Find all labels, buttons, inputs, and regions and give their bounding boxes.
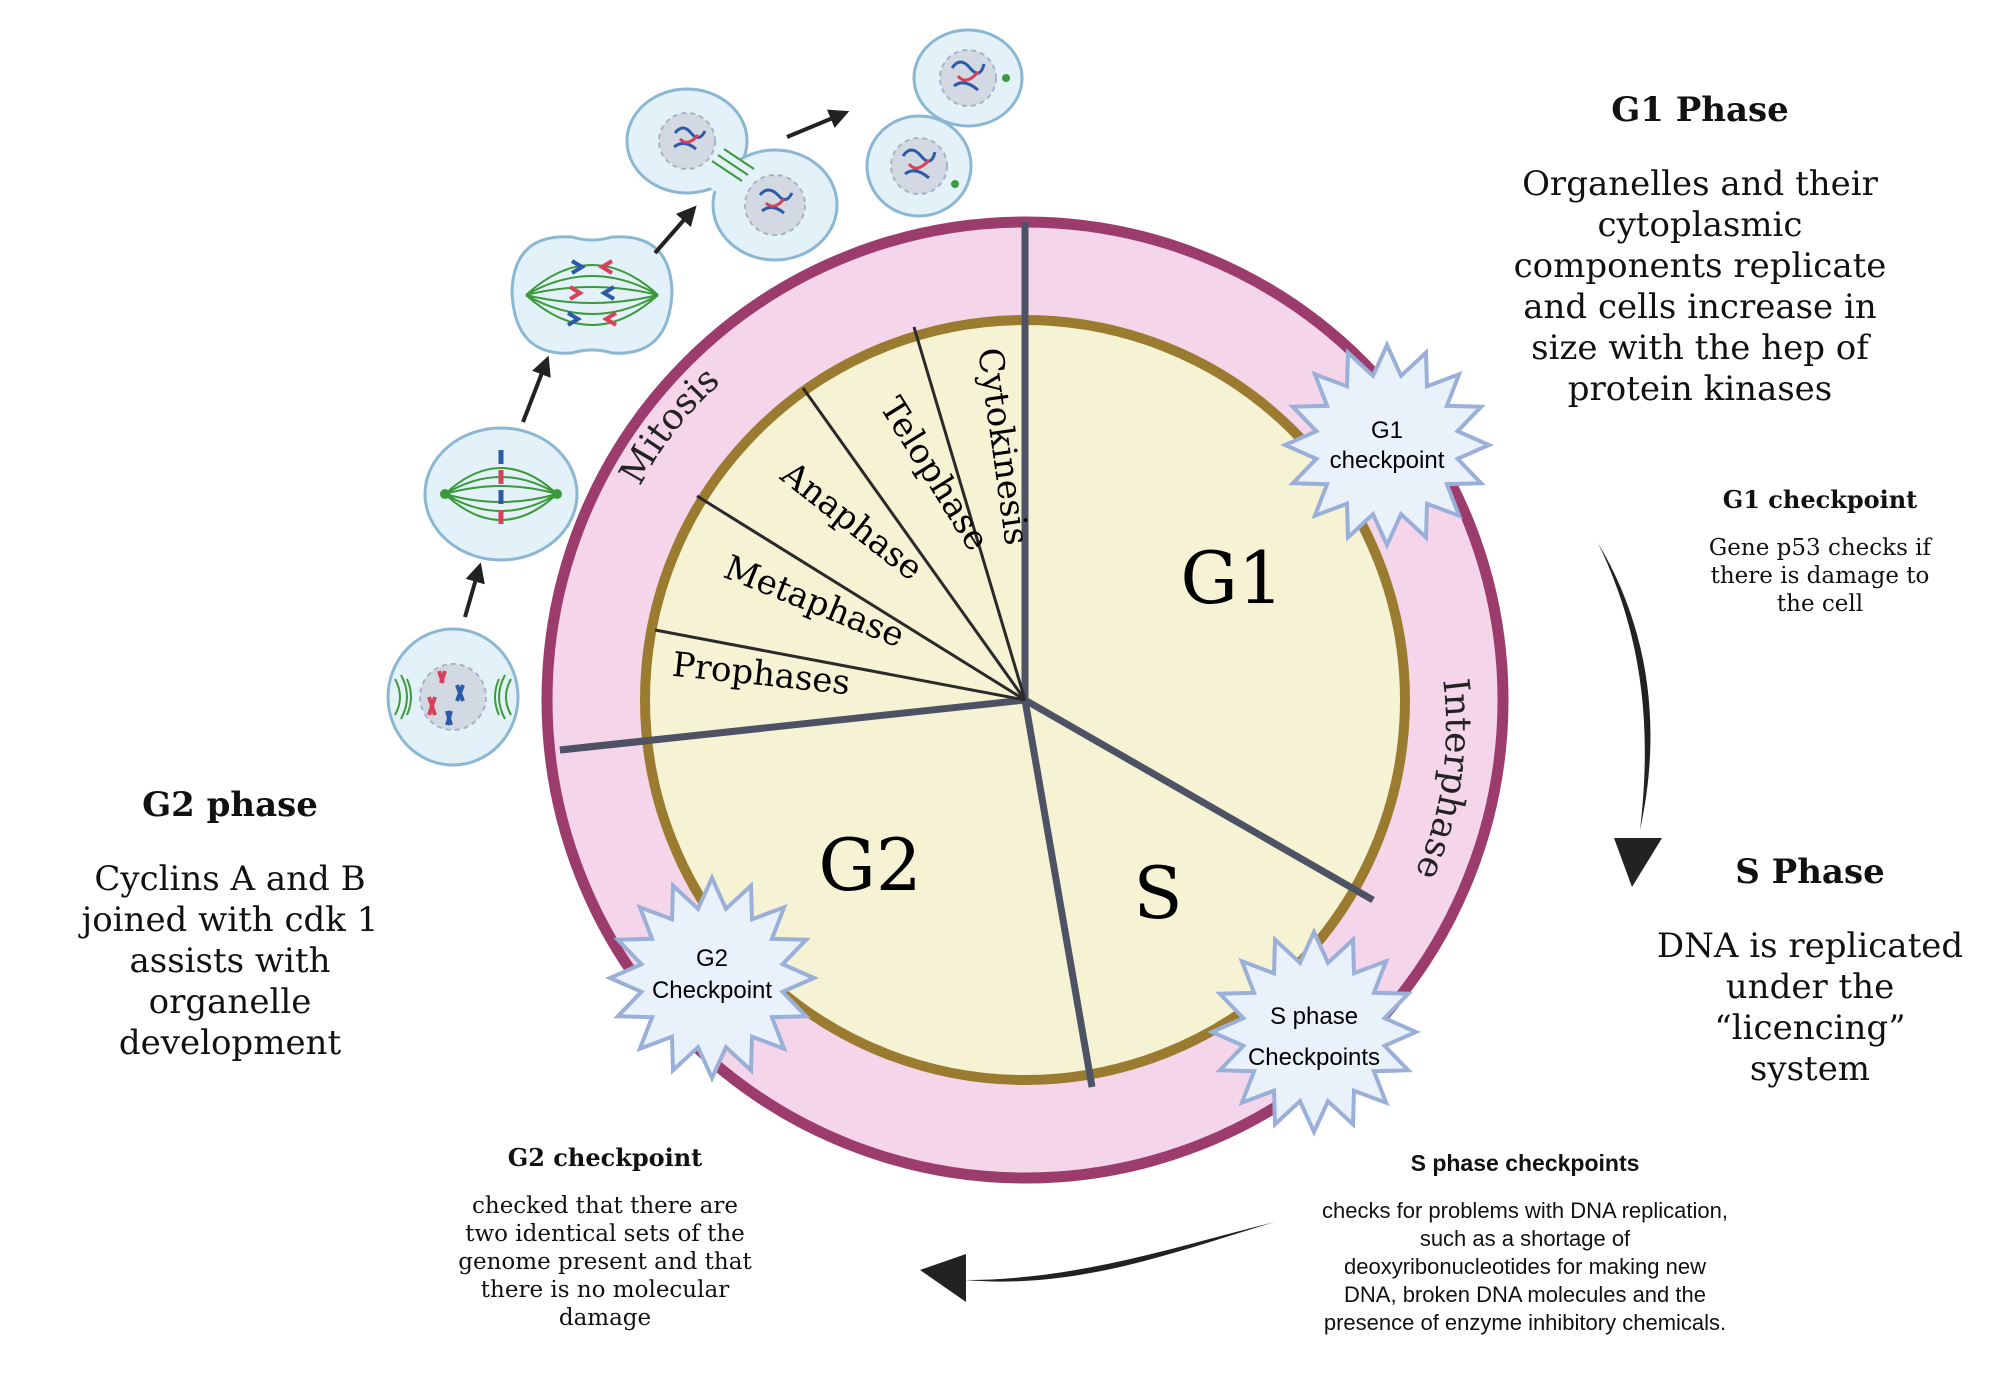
g1-checkpoint-description: Gene p53 checks if there is damage to th… <box>1655 534 1985 618</box>
g1-phase-line: cytoplasmic <box>1597 205 1803 245</box>
cell-anaphase-illustration <box>510 235 674 355</box>
mitosis-cell-sequence <box>386 28 1024 767</box>
divider-metaphase <box>696 494 1026 702</box>
s-phase-line: under the <box>1725 967 1895 1007</box>
g1-phase-panel: G1 Phase Organelles and their cytoplasmi… <box>1460 90 1940 410</box>
g1-checkpoint-title: G1 checkpoint <box>1722 485 1918 514</box>
s-checkpoints-line: such as a shortage of <box>1419 1226 1631 1251</box>
g1-phase-description: Organelles and their cytoplasmic compone… <box>1460 164 1940 410</box>
progression-arrow-2 <box>521 355 551 423</box>
s-phase-title: S Phase <box>1735 852 1885 892</box>
s-phase-line: DNA is replicated <box>1656 926 1964 966</box>
divider-telophase <box>912 326 1027 701</box>
g1-checkpoint-panel: G1 checkpoint Gene p53 checks if there i… <box>1655 485 1985 618</box>
cell-prophase-illustration <box>386 627 520 767</box>
g2-checkpoint-line: there is no molecular <box>480 1277 730 1303</box>
s-checkpoint-label-2: Checkpoints <box>1248 1044 1380 1071</box>
phase-label-s: S <box>1133 851 1182 935</box>
s-checkpoints-line: checks for problems with DNA replication… <box>1322 1198 1728 1223</box>
phase-label-g1: G1 <box>1180 536 1283 620</box>
divider-g1-s <box>1023 696 1375 904</box>
g1-phase-title: G1 Phase <box>1611 90 1789 130</box>
s-checkpoints-line: presence of enzyme inhibitory chemicals. <box>1323 1310 1727 1335</box>
daughter-cell-1-illustration <box>865 114 973 218</box>
g2-phase-description: Cyclins A and B joined with cdk 1 assist… <box>40 859 420 1064</box>
g2-checkpoint-title: G2 checkpoint <box>507 1143 703 1172</box>
flow-arrow-bottom <box>920 1222 1275 1302</box>
phase-label-g2: G2 <box>818 823 921 907</box>
s-phase-description: DNA is replicated under the “licencing” … <box>1600 926 2000 1090</box>
s-checkpoint-burst: S phase Checkpoints <box>1207 927 1421 1137</box>
daughter-cell-2-illustration <box>912 28 1024 128</box>
g2-phase-line: development <box>118 1023 342 1063</box>
g2-phase-line: assists with <box>129 941 331 981</box>
g1-checkpoint-line: there is damage to <box>1710 563 1930 589</box>
flow-arrow-right <box>1598 543 1662 887</box>
cell-telophase-illustration <box>625 87 839 262</box>
divider-ring-left <box>559 737 646 754</box>
g2-phase-line: joined with cdk 1 <box>81 900 379 940</box>
g1-checkpoint-label-2: checkpoint <box>1330 447 1445 474</box>
g2-phase-panel: G2 phase Cyclins A and B joined with cdk… <box>40 785 420 1064</box>
g1-phase-line: protein kinases <box>1567 369 1833 409</box>
s-phase-line: “licencing” <box>1714 1008 1906 1048</box>
divider-s-g2 <box>1021 699 1096 1088</box>
g1-phase-line: Organelles and their <box>1522 164 1878 204</box>
g1-checkpoint-line: the cell <box>1776 591 1864 617</box>
s-checkpoints-line: DNA, broken DNA molecules and the <box>1344 1282 1706 1307</box>
cell-metaphase-illustration <box>423 426 579 562</box>
s-checkpoints-description: checks for problems with DNA replication… <box>1240 1197 1810 1337</box>
progression-arrow-4 <box>786 109 850 139</box>
progression-arrow-3 <box>653 205 697 255</box>
s-checkpoint-label-1: S phase <box>1270 1003 1358 1030</box>
s-phase-panel: S Phase DNA is replicated under the “lic… <box>1600 852 2000 1090</box>
divider-anaphase <box>801 387 1027 701</box>
g2-checkpoint-burst: G2 Checkpoint <box>605 873 819 1083</box>
g1-phase-line: size with the hep of <box>1531 328 1869 368</box>
g2-checkpoint-line: genome present and that <box>458 1249 752 1275</box>
g2-phase-title: G2 phase <box>142 785 318 825</box>
g1-phase-line: components replicate <box>1513 246 1887 286</box>
g1-checkpoint-label-1: G1 <box>1371 417 1403 444</box>
g2-checkpoint-line: damage <box>558 1305 652 1331</box>
s-checkpoints-title: S phase checkpoints <box>1410 1150 1640 1176</box>
s-checkpoints-panel: S phase checkpoints checks for problems … <box>1240 1150 1810 1337</box>
g1-checkpoint-line: Gene p53 checks if <box>1708 535 1932 561</box>
g2-checkpoint-label-2: Checkpoint <box>652 977 772 1004</box>
g1-phase-line: and cells increase in <box>1523 287 1877 327</box>
divider-prophase <box>654 628 1026 702</box>
g2-checkpoint-panel: G2 checkpoint checked that there are two… <box>420 1143 790 1332</box>
g2-checkpoint-label-1: G2 <box>696 945 728 972</box>
g2-checkpoint-line: two identical sets of the <box>465 1221 745 1247</box>
g2-phase-line: organelle <box>148 982 312 1022</box>
g1-checkpoint-burst: G1 checkpoint <box>1280 340 1494 550</box>
s-checkpoints-line: deoxyribonucleotides for making new <box>1344 1254 1706 1279</box>
g2-phase-line: Cyclins A and B <box>94 859 366 899</box>
g2-checkpoint-line: checked that there are <box>472 1193 738 1219</box>
s-phase-line: system <box>1749 1049 1871 1089</box>
progression-arrow-1 <box>463 562 485 618</box>
cell-cycle-wheel: Mitosis Interphase G1 S G2 Prophases Met… <box>541 216 1509 1184</box>
g2-checkpoint-description: checked that there are two identical set… <box>420 1192 790 1332</box>
